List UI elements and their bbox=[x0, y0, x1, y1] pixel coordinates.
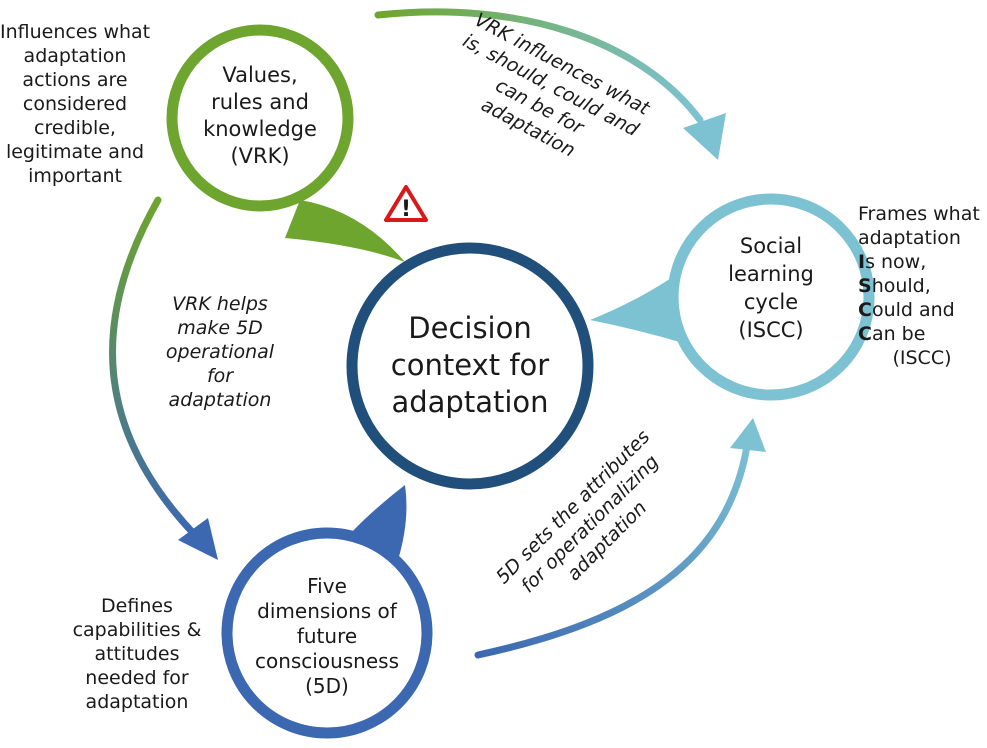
arrowhead-vrk-to-5d bbox=[178, 518, 218, 560]
fived-node-circle bbox=[221, 527, 433, 739]
arrow-vrk-to-iscc bbox=[374, 8, 704, 124]
iscc-side-note: Frames what adaptation Is now, Should, C… bbox=[858, 203, 980, 369]
center-node-circle bbox=[346, 242, 594, 490]
vrk-side-note: Influences what adaptation actions are c… bbox=[0, 21, 151, 187]
arrow-5d-to-iscc bbox=[474, 436, 752, 659]
iscc-node-circle bbox=[667, 193, 875, 401]
warning-icon: ! bbox=[384, 185, 428, 222]
vrk-node-pointer bbox=[285, 200, 405, 262]
vrk-node-circle bbox=[166, 24, 354, 212]
edge-label-vrk-to-5d: VRK helps make 5D operational for adapta… bbox=[165, 293, 275, 411]
iscc-node-pointer bbox=[590, 272, 690, 345]
fived-node-label: Five dimensions of future consciousness … bbox=[254, 574, 400, 698]
vrk-node-label: Values, rules and knowledge (VRK) bbox=[203, 63, 317, 168]
arrowhead-5d-to-iscc bbox=[730, 418, 766, 452]
center-node-label: Decision context for adaptation bbox=[390, 311, 550, 419]
iscc-node-label: Social learning cycle (ISCC) bbox=[728, 234, 814, 342]
arrowhead-vrk-to-iscc bbox=[683, 113, 726, 160]
svg-text:!: ! bbox=[401, 197, 411, 222]
fived-side-note: Defines capabilities & attitudes needed … bbox=[72, 595, 202, 713]
arrow-vrk-to-5d bbox=[109, 196, 199, 539]
